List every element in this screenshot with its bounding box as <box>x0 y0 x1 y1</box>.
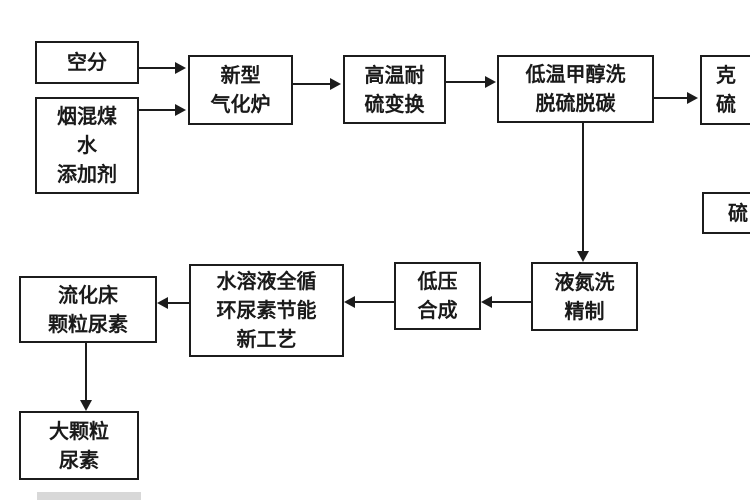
arrow-urea-to-fluidbed-line <box>168 302 189 304</box>
node-label: 流化床 <box>58 282 118 307</box>
arrow-methanol-to-lnwash-line <box>582 123 584 251</box>
arrowhead-left-icon <box>157 297 168 309</box>
node-label: 硫变换 <box>364 91 425 116</box>
node-label: 硫 <box>728 200 748 225</box>
arrowhead-down-icon <box>577 251 589 262</box>
arrow-lpsynth-to-urea-line <box>355 301 394 303</box>
partial-box-bottom <box>37 492 141 500</box>
node-label: 环尿素节能 <box>216 298 317 322</box>
arrowhead-right-icon <box>330 78 341 90</box>
node-label: 水 <box>77 133 97 157</box>
node-label: 新型 <box>220 63 261 87</box>
arrow-methanol-to-claus-line <box>654 97 687 99</box>
node-label: 添加剂 <box>57 162 117 186</box>
arrowhead-right-icon <box>175 62 186 74</box>
node-ln-wash: 液氮洗 精制 <box>531 262 638 331</box>
node-label: 低温甲醇洗 <box>525 62 626 86</box>
node-label: 颗粒尿素 <box>48 311 128 336</box>
node-label: 大颗粒 <box>49 418 109 443</box>
node-sulfur-partial: 硫 <box>702 192 750 234</box>
node-label: 新工艺 <box>236 327 297 351</box>
arrow-air-to-gasifier-line <box>138 67 175 69</box>
node-label: 尿素 <box>59 447 99 472</box>
node-coal-water-additive: 烟混煤 水 添加剂 <box>35 97 139 194</box>
node-lp-synthesis: 低压 合成 <box>394 262 481 330</box>
arrowhead-right-icon <box>687 92 698 104</box>
arrow-coal-to-gasifier-line <box>138 109 175 111</box>
node-label: 精制 <box>564 298 605 323</box>
node-air-separation: 空分 <box>35 41 139 84</box>
arrowhead-left-icon <box>481 296 492 308</box>
node-label: 合成 <box>417 298 458 322</box>
node-label: 气化炉 <box>210 92 271 116</box>
node-label: 克 <box>716 63 736 87</box>
node-fluidized-bed-urea: 流化床 颗粒尿素 <box>19 276 157 343</box>
arrow-fluidbed-to-granule-line <box>85 343 87 400</box>
node-gasifier: 新型 气化炉 <box>188 55 293 125</box>
node-claus-partial: 克 硫 <box>700 55 750 125</box>
node-urea-process: 水溶液全循 环尿素节能 新工艺 <box>189 264 344 357</box>
node-large-granule-urea: 大颗粒 尿素 <box>19 411 139 480</box>
arrowhead-left-icon <box>344 296 355 308</box>
arrow-shift-to-methanol-line <box>446 81 485 83</box>
node-label: 高温耐 <box>364 62 425 87</box>
node-methanol-wash: 低温甲醇洗 脱硫脱碳 <box>497 55 654 123</box>
arrow-lnwash-to-lpsynth-line <box>492 301 531 303</box>
arrowhead-down-icon <box>80 400 92 411</box>
node-label: 空分 <box>67 50 107 74</box>
node-label: 烟混煤 <box>57 104 117 128</box>
arrowhead-right-icon <box>485 76 496 88</box>
node-label: 低压 <box>417 269 458 293</box>
node-ht-sulfur-shift: 高温耐 硫变换 <box>343 55 446 124</box>
arrow-gasifier-to-shift-line <box>293 83 330 85</box>
node-label: 硫 <box>716 92 736 116</box>
arrowhead-right-icon <box>175 104 186 116</box>
node-label: 液氮洗 <box>554 269 615 294</box>
node-label: 脱硫脱碳 <box>535 91 616 115</box>
node-label: 水溶液全循 <box>216 269 317 293</box>
